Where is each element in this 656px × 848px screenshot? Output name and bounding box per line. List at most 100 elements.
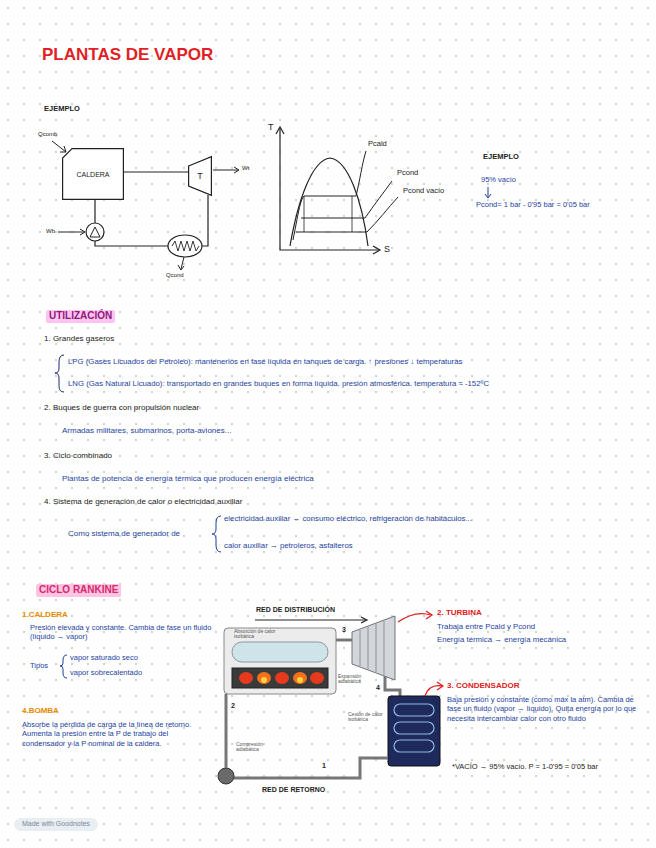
- note-text: Pcond= 1 bar - 0'95 bar = 0'05 bar: [476, 200, 590, 209]
- callout-heading: 1.CALDERA: [22, 610, 68, 620]
- arrow-head: [178, 265, 184, 270]
- firebox: [232, 668, 328, 688]
- condenser-symbol: [168, 235, 202, 257]
- note-text: Energía térmica → energía mecánica: [437, 635, 566, 645]
- arrow-head: [60, 146, 66, 152]
- node-shape: [63, 149, 124, 200]
- curve-label: Pcald: [368, 139, 387, 148]
- steam-pipe: [336, 639, 352, 642]
- symbol-label: Wt: [242, 165, 249, 173]
- heat-arrow: [52, 141, 66, 152]
- list-item: 3. Ciclo combinado: [44, 451, 112, 461]
- arrow-head: [437, 682, 443, 690]
- symbol-label: Qcomb: [38, 131, 57, 139]
- pump-triangle: [90, 227, 100, 237]
- boiler-housing: [224, 628, 336, 694]
- flame: [275, 672, 289, 684]
- brace: [55, 355, 64, 392]
- cooling-coil: [394, 704, 434, 716]
- section-heading: UTILIZACIÓN: [46, 310, 115, 323]
- callout-number: 4: [376, 684, 380, 693]
- turbine: [352, 616, 395, 680]
- note-text: Como sistema de generador de: [68, 529, 180, 539]
- arrow-head: [80, 229, 85, 235]
- note-text: electricidad auxiliar → consumo eléctric…: [224, 514, 472, 524]
- arrow-head: [234, 167, 239, 173]
- axis-arrow: [276, 127, 284, 134]
- watermark: Made with Goodnotes: [14, 818, 98, 831]
- list-item: 1. Grandes gaseros: [44, 334, 114, 344]
- list-item: 2. Buques de guerra con propulsión nucle…: [44, 403, 199, 413]
- section-label: EJEMPLO: [483, 152, 519, 161]
- section-label: EJEMPLO: [44, 104, 80, 113]
- down-arrow: [488, 187, 489, 197]
- flame: [293, 672, 307, 684]
- note-text: Plantas de potencia de energía térmica q…: [62, 474, 314, 484]
- pump-symbol: [86, 223, 104, 241]
- node-text: CALDERA: [76, 171, 109, 178]
- condenser: [388, 696, 440, 766]
- pipe-line: [124, 171, 188, 172]
- isobar: [301, 181, 392, 218]
- pipe: [95, 241, 168, 246]
- pipe: [202, 195, 208, 246]
- flame-core: [297, 677, 303, 683]
- flow-line: [255, 619, 366, 620]
- node-text: T: [197, 171, 203, 181]
- callout-heading: 2. TURBINA: [437, 608, 482, 618]
- part-label: Absorción de calor isobárica: [234, 629, 284, 640]
- symbol-label: Wb: [46, 228, 55, 236]
- work-arrow: [58, 232, 84, 233]
- callout-heading: 4.BOMBA: [22, 706, 59, 716]
- callout-heading: 3. CONDENSADOR: [447, 681, 519, 691]
- callout-arrow: [425, 686, 442, 696]
- list-item: 4. Sistema de generación de calor o elec…: [44, 497, 242, 507]
- arrow-head: [361, 617, 367, 623]
- note-text: calor auxiliar → petroleros, asfalteros: [224, 541, 353, 551]
- cycle-line: [304, 196, 352, 232]
- pump: [218, 768, 234, 784]
- note-text: Tipos: [30, 661, 48, 670]
- pipe: [94, 200, 95, 223]
- brace: [212, 516, 221, 552]
- return-pipe: [234, 758, 388, 778]
- note-text: Absorbe la pérdida de carga de la línea …: [22, 720, 204, 748]
- note-text: *VACÍO → 95% vacío. P = 1-0'95 = 0'05 ba…: [452, 762, 647, 771]
- cooling-coil: [394, 740, 434, 752]
- page-title: PLANTAS DE VAPOR: [42, 44, 213, 65]
- boiler-box: CALDERA: [62, 148, 124, 200]
- curve-label: Pcond: [397, 168, 418, 177]
- brace: [60, 655, 67, 678]
- axis-label: S: [384, 244, 390, 255]
- note-text: 95% vacío: [481, 175, 516, 184]
- flame: [310, 672, 324, 684]
- note-text: Armadas militares, submarinos, porta-avi…: [62, 426, 231, 436]
- node-shape: [189, 157, 212, 196]
- callout-number: 1: [322, 762, 326, 771]
- note-text: LNG (Gas Natural Licuado): transportado …: [68, 379, 489, 389]
- turbine-blades: [360, 621, 384, 675]
- feed-pipe: [225, 694, 228, 768]
- section-heading: CICLO RANKINE: [36, 584, 121, 597]
- callout-number: 2: [231, 702, 235, 711]
- flame: [257, 672, 271, 684]
- pipe-connector: [124, 172, 188, 173]
- coil: [172, 241, 199, 251]
- turbine-symbol: T: [188, 156, 212, 196]
- axis-arrow: [373, 246, 380, 254]
- note-text: LPG (Gases Licuados del Petróleo): mante…: [68, 357, 462, 367]
- note-text: Trabaja entre Pcald y Pcond: [437, 622, 535, 632]
- axis-label: T: [268, 122, 274, 133]
- callout-arrow: [398, 614, 431, 622]
- flame: [239, 672, 253, 684]
- part-label: Cesión de calor isobárica: [348, 712, 386, 723]
- arrow-head: [485, 194, 491, 198]
- flow-label: RED DE RETORNO: [262, 786, 325, 795]
- note-text: Presión elevada y constante. Cambia de f…: [30, 623, 212, 642]
- exhaust-pipe: [385, 676, 400, 696]
- note-text: vapor sobrecalentado: [70, 668, 142, 677]
- note-text: vapor saturado seco: [70, 653, 138, 662]
- cooling-coil: [394, 722, 434, 734]
- work-arrow: [213, 170, 238, 171]
